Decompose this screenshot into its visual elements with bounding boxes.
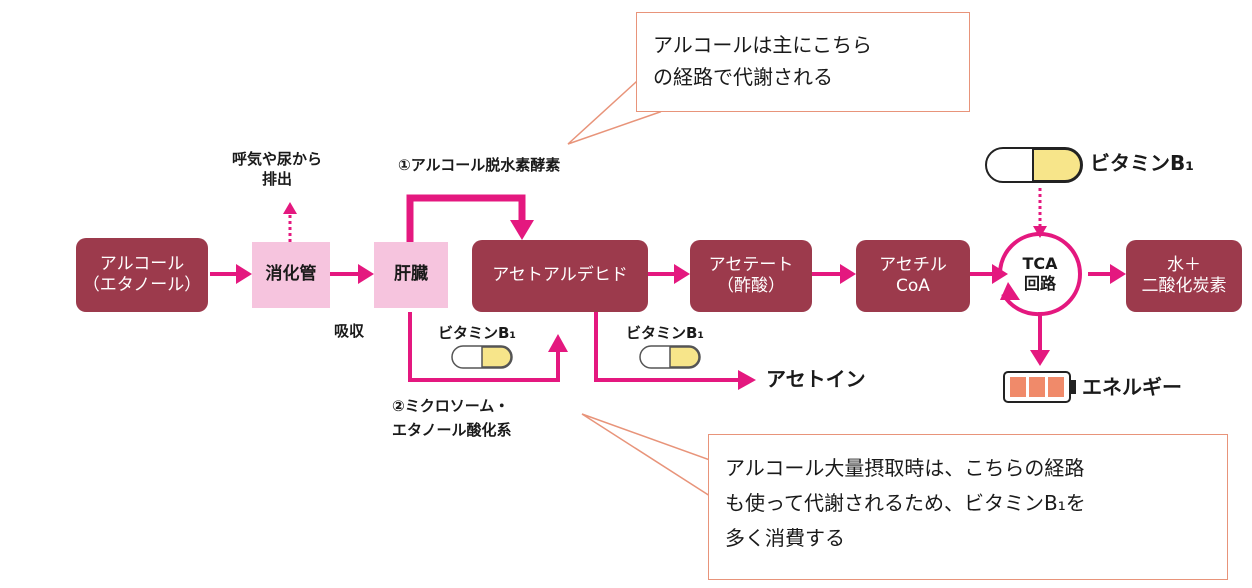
label-vitamin-b1-small-1: ビタミンB₁ (438, 324, 517, 342)
label-vitamin-b1-small-2: ビタミンB₁ (626, 324, 705, 342)
node-acetaldehyde: アセトアルデヒド (472, 240, 648, 312)
label-adh-enzyme: ①アルコール脱水素酵素 (398, 156, 561, 174)
tca-cycle-ring (998, 232, 1082, 317)
node-alcohol: アルコール （エタノール） (76, 238, 208, 312)
node-tca-cycle: TCA 回路 (1022, 254, 1058, 293)
capsule-main-icon (985, 147, 1083, 183)
capsule-small-1-icon (451, 345, 513, 369)
callout-heavy-drinking: アルコール大量摂取時は、こちらの経路 も使って代謝されるため、ビタミンB₁を 多… (708, 434, 1228, 580)
node-liver: 肝臓 (374, 242, 448, 308)
node-acetyl-coa: アセチル CoA (856, 240, 970, 312)
label-exhale-excretion: 呼気や尿から 排出 (232, 150, 323, 188)
label-meos: ②ミクロソーム・ エタノール酸化系 (392, 397, 512, 439)
label-acetoin: アセトイン (766, 367, 866, 391)
callout-main-pathway: アルコールは主にこちら の経路で代謝される (636, 12, 970, 112)
capsule-small-2-icon (639, 345, 701, 369)
label-vitamin-b1-main: ビタミンB₁ (1090, 151, 1195, 175)
label-absorption: 吸収 (334, 322, 365, 340)
node-water-co2: 水＋ 二酸化炭素 (1126, 240, 1242, 312)
battery-icon (1003, 371, 1076, 403)
node-acetate: アセテート （酢酸） (690, 240, 812, 312)
label-energy: エネルギー (1082, 375, 1182, 399)
callout-bottom-tail (581, 413, 711, 498)
node-digestive-tract: 消化管 (252, 242, 330, 308)
